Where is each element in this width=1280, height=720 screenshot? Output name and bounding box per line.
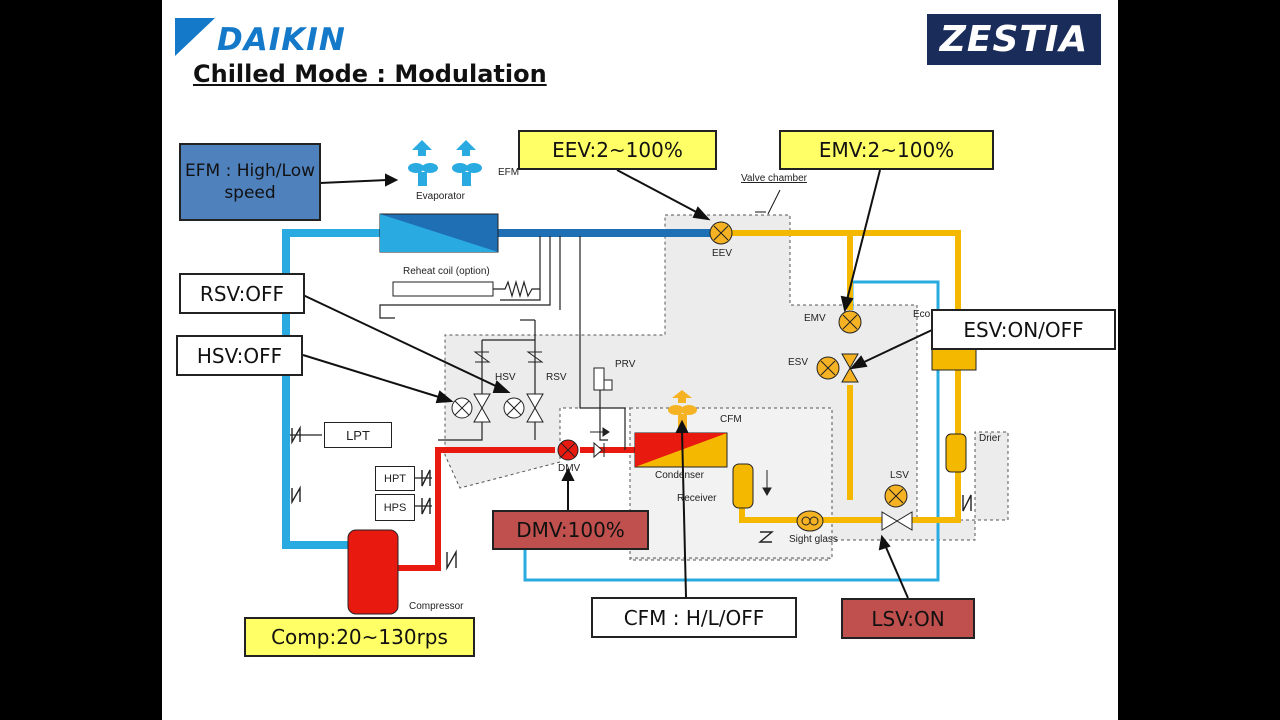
emv-callout: EMV:2~100% — [779, 130, 994, 170]
slide-title: Chilled Mode : Modulation — [193, 60, 547, 88]
condenser-label: Condenser — [655, 470, 704, 481]
rsv-callout: RSV:OFF — [179, 273, 305, 314]
hpt-sensor: HPT — [375, 466, 415, 491]
valve-chamber-leader — [767, 189, 781, 215]
rsv-valve — [503, 351, 544, 423]
esv-label: ESV — [788, 357, 809, 368]
sight-glass — [796, 510, 824, 532]
lpt-sensor: LPT — [324, 422, 392, 448]
evaporator — [379, 213, 499, 253]
sight-glass-label: Sight glass — [789, 534, 838, 545]
hsv-callout: HSV:OFF — [176, 335, 303, 376]
efm-callout: EFM : High/Low speed — [179, 143, 321, 221]
hps-sensor: HPS — [375, 494, 415, 521]
eco-label: Eco — [913, 309, 931, 320]
sensor-symbols — [291, 425, 972, 571]
flow-arrow-icon — [590, 427, 772, 497]
lsv-valve — [881, 484, 913, 531]
eev-label: EEV — [712, 248, 733, 259]
reheat-coil-heater — [493, 279, 540, 299]
receiver — [732, 463, 754, 509]
dmv-valve — [557, 439, 579, 461]
zestia-logo: ZESTIA — [927, 14, 1101, 65]
eev-callout: EEV:2~100% — [518, 130, 717, 170]
rsv-label: RSV — [546, 372, 567, 383]
discharge-pipe — [398, 447, 635, 571]
valve-chamber-label: Valve chamber — [741, 173, 807, 184]
suction-pipe — [282, 229, 380, 549]
lsv-callout: LSV:ON — [841, 598, 975, 639]
receiver-label: Receiver — [677, 493, 717, 504]
hsv-label: HSV — [495, 372, 516, 383]
emv-label: EMV — [804, 313, 826, 324]
esv-valve — [816, 353, 859, 383]
hotgas-lines — [290, 236, 626, 507]
drier-label: Drier — [979, 433, 1001, 444]
daikin-logo-mark — [175, 18, 215, 56]
reheat-coil-label: Reheat coil (option) — [403, 266, 490, 277]
evaporator-label: Evaporator — [416, 191, 465, 202]
compressor-callout: Comp:20~130rps — [244, 617, 475, 657]
eev-valve — [709, 221, 733, 245]
hsv-valve — [451, 351, 491, 423]
lsv-label: LSV — [890, 470, 909, 481]
reheat-coil — [392, 281, 494, 297]
efm-label: EFM — [498, 167, 520, 178]
dmv-label: DMV — [558, 463, 581, 474]
dmv-callout: DMV:100% — [492, 510, 649, 550]
cfm-label: CFM — [720, 414, 742, 425]
daikin-logo: DAIKIN — [217, 22, 346, 58]
drier — [945, 433, 967, 473]
prv-label: PRV — [615, 359, 636, 370]
liquid-pipe — [732, 230, 961, 523]
condenser — [634, 432, 728, 468]
cfm-callout: CFM : H/L/OFF — [591, 597, 797, 638]
callout-arrows — [302, 169, 933, 599]
prv-valve — [593, 367, 613, 391]
esv-callout: ESV:ON/OFF — [931, 309, 1116, 350]
evaporator-fan-icon — [408, 140, 482, 186]
compressor-label: Compressor — [409, 601, 464, 612]
emv-valve — [838, 310, 862, 334]
compressor — [347, 529, 399, 615]
check-valve — [593, 441, 605, 459]
